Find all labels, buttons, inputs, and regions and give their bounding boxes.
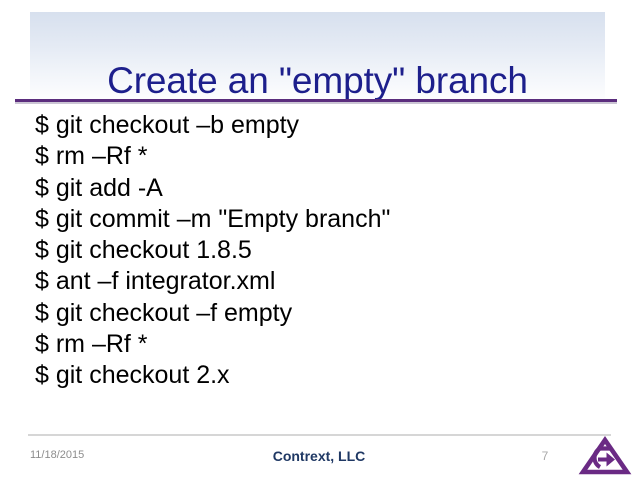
footer-company-name: Contrext, LLC [272,448,366,464]
code-block: $ git checkout –b empty $ rm –Rf * $ git… [35,110,615,392]
code-line: $ git checkout 2.x [35,361,230,390]
code-line: $ rm –Rf * [35,330,148,359]
title-divider-rule-shadow [15,102,617,104]
footer-page-number: 7 [541,449,549,463]
footer-divider-rule [28,434,611,436]
contrext-triangle-arrow-logo-icon [576,434,634,478]
code-line: $ git add -A [35,173,163,202]
title-background-band [30,12,605,99]
slide-title: Create an "empty" branch [107,59,528,101]
code-line: $ git checkout 1.8.5 [35,236,252,265]
code-line: $ rm –Rf * [35,142,148,171]
footer-date: 11/18/2015 [30,449,85,461]
code-line: $ git checkout –b empty [35,111,300,139]
code-line: $ ant –f integrator.xml [35,267,276,296]
title-divider-rule [15,99,617,102]
code-line: $ git checkout –f empty [35,298,293,327]
code-line: $ git commit –m "Empty branch" [35,204,391,233]
